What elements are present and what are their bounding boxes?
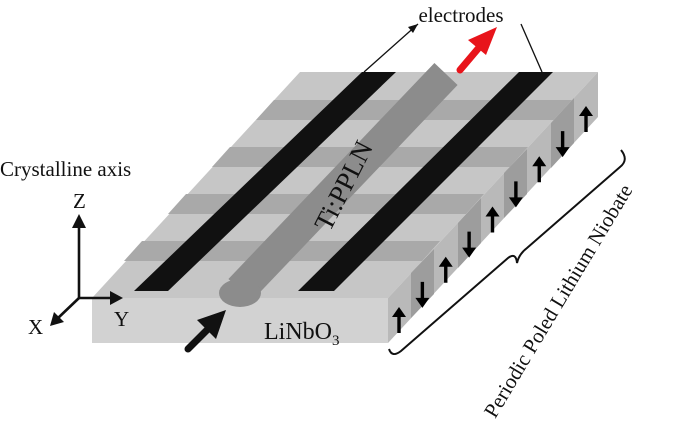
poled-region-brace — [388, 149, 626, 355]
domain-arrow-up — [485, 206, 500, 233]
substrate-label-subscript: 3 — [332, 333, 340, 349]
electrodes — [134, 72, 553, 291]
axis-y-label: Y — [114, 307, 129, 331]
domain-arrow-down — [508, 181, 523, 208]
crystal-axis-label: Crystalline axis — [0, 157, 131, 181]
domain-polarization-arrows — [392, 106, 593, 333]
left-electrode — [134, 72, 396, 291]
waveguide-input-port — [219, 279, 261, 307]
substrate-label: LiNbO3 — [264, 319, 340, 349]
substrate-label-main: LiNbO — [264, 319, 332, 345]
waveguide — [219, 62, 458, 307]
crystal-front-face — [92, 298, 388, 343]
axis-z-label: Z — [73, 189, 86, 213]
electrodes-label: electrodes — [418, 3, 503, 27]
axis-x-label: X — [28, 315, 43, 339]
output-light-arrow — [456, 27, 497, 74]
domain-arrow-down — [415, 281, 430, 308]
domain-arrow-up — [532, 156, 547, 183]
right-electrode — [298, 72, 553, 291]
domain-arrow-down — [555, 131, 570, 158]
domain-arrow-up — [438, 256, 453, 283]
axis-triad — [50, 214, 123, 326]
domain-arrow-up — [392, 307, 406, 333]
input-light-arrow — [184, 310, 226, 353]
electrodes-leader-lines — [363, 23, 543, 73]
domain-arrow-down — [462, 231, 477, 258]
domain-arrow-up — [579, 106, 593, 132]
